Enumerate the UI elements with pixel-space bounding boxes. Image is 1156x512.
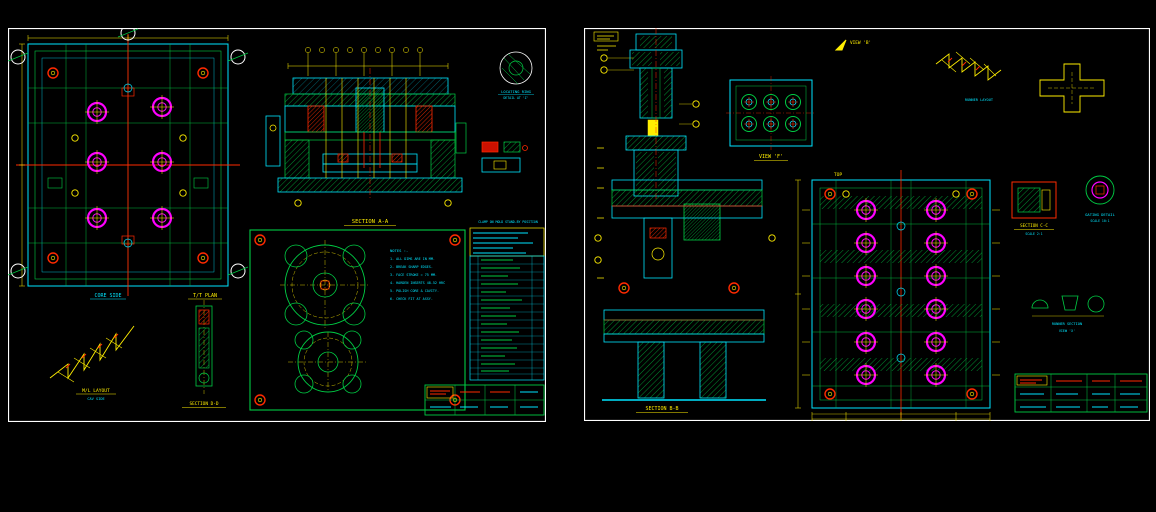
clamp-note-text: CLAMP ON MOLD STAND-BY POSITION <box>478 220 538 224</box>
note-line: 3. FACE STROKE = 75 MM. <box>390 273 437 277</box>
section-aa-view: SECTION A-A <box>265 47 467 226</box>
drawing-sheet-2: SECTION B-B VIEW 'F' VIEW 'B' TOP <box>584 28 1150 421</box>
circular-detail-box <box>249 229 466 411</box>
note-line: 1. ALL DIMS ARE IN MM. <box>390 257 435 261</box>
view-f-label: VIEW 'F' <box>759 154 783 160</box>
view-b-marker: VIEW 'B' <box>834 39 871 51</box>
bom-cell-text-marks <box>481 259 522 372</box>
gating-detail-view: GATING DETAIL SCALE 10:1 <box>1085 175 1116 223</box>
runner-section-label: RUNNER SECTION <box>1052 322 1082 326</box>
core-side-label: CORE SIDE <box>94 293 121 299</box>
bom-header-text-marks <box>473 232 533 254</box>
gating-detail-label: GATING DETAIL <box>1085 212 1115 217</box>
note-line: 4. HARDEN INSERTS 48-52 HRC <box>390 281 445 285</box>
drawing-sheet-1: CORE SIDE T/T PLAN SECTI <box>8 28 546 422</box>
title-block-number-marks <box>430 391 538 408</box>
title-block <box>1014 373 1148 413</box>
gating-detail-sub: SCALE 10:1 <box>1090 219 1109 223</box>
section-aa-label: SECTION A-A <box>352 219 389 225</box>
clamp-detail-view: CLAMP ON MOLD STAND-BY POSITION <box>478 141 538 224</box>
title-block-number-marks <box>1020 393 1140 408</box>
sheet1-canvas: CORE SIDE T/T PLAN SECTI <box>8 28 546 422</box>
note-line: 2. BREAK SHARP EDGES. <box>390 265 433 269</box>
view-f: VIEW 'F' <box>726 76 816 161</box>
detail-satellite-circles-top <box>284 244 366 326</box>
core-plate-plan-view: CORE SIDE T/T PLAN <box>8 28 249 300</box>
sheet2-canvas: SECTION B-B VIEW 'F' VIEW 'B' TOP <box>584 28 1150 421</box>
section-dd-view: SECTION D-D <box>182 300 226 408</box>
section-cc-sub: SCALE 2:1 <box>1025 232 1042 236</box>
detail-z-view: LOCATING RING DETAIL AT 'Z' <box>498 51 534 100</box>
runner-section-view: RUNNER SECTION VIEW 'X' <box>1031 295 1105 333</box>
bom-table <box>469 227 545 381</box>
top-label: TOP <box>834 172 843 178</box>
section-bb-view: SECTION B-B <box>593 28 776 413</box>
section-cc-label: SECTION C-C <box>1020 223 1048 228</box>
notes-title: NOTES :- <box>390 248 408 253</box>
section-cc-view: SECTION C-C SCALE 2:1 <box>1011 181 1057 236</box>
ml-layout-sub-label: CAV SIDE <box>87 397 104 401</box>
runner-section-sub: VIEW 'X' <box>1059 329 1075 333</box>
note-line: 6. CHECK FIT AT ASSY. <box>390 297 433 301</box>
section-dd-label: SECTION D-D <box>189 401 218 407</box>
detail-z-sub: DETAIL AT 'Z' <box>504 96 529 100</box>
note-line: 5. POLISH CORE & CAVITY. <box>390 289 439 293</box>
view-b-label: VIEW 'B' <box>850 40 871 46</box>
top-plan-view: TOP <box>795 170 1000 421</box>
title-block-text-marks <box>1020 379 1142 384</box>
tt-plan-label: T/T PLAN <box>193 293 217 299</box>
detail-satellite-circles-bottom <box>294 330 362 394</box>
notes-block: NOTES :- 1. ALL DIMS ARE IN MM. 2. BREAK… <box>390 248 445 301</box>
section-aa-balloons <box>305 47 423 76</box>
section-bb-label: SECTION B-B <box>645 406 678 412</box>
title-block <box>424 384 545 416</box>
runner-layout-label: RUNNER LAYOUT <box>965 98 994 102</box>
ml-layout-label: M/L LAYOUT <box>82 388 110 394</box>
bom-row-lines <box>470 263 544 375</box>
detail-z-title: LOCATING RING <box>501 89 531 94</box>
runner-layout-sketch: RUNNER LAYOUT <box>935 51 1002 102</box>
title-block-text-marks <box>430 390 510 395</box>
ml-layout-sketch: M/L LAYOUT CAV SIDE <box>49 325 135 401</box>
cross-runner-sketch <box>1039 63 1105 113</box>
